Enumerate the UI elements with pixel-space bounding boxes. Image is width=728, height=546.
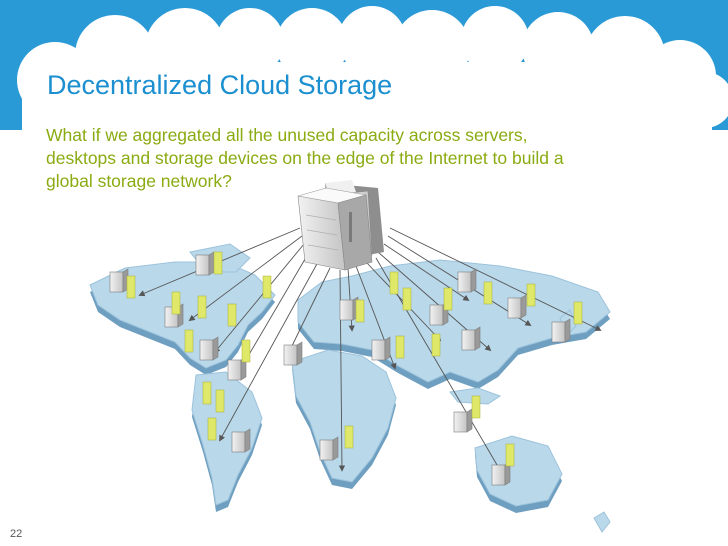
server-tower-icon: [231, 428, 251, 453]
server-tower-icon: [109, 268, 129, 293]
slide-title: Decentralized Cloud Storage: [47, 70, 393, 100]
south-america: [191, 371, 263, 506]
storage-tag-icon: [344, 425, 354, 449]
storage-tag-icon: [443, 287, 453, 311]
storage-tag-icon: [227, 303, 237, 327]
server-tower-icon: [319, 436, 339, 461]
storage-tag-icon: [573, 301, 583, 325]
storage-tag-icon: [213, 251, 223, 275]
body-line-3: global storage network?: [46, 171, 232, 191]
server-tower-icon: [453, 408, 473, 433]
server-tower-icon: [491, 461, 511, 486]
storage-tag-icon: [505, 443, 515, 467]
cloud-header: [0, 0, 728, 130]
storage-tag-icon: [202, 381, 212, 405]
server-tower-icon: [339, 296, 359, 321]
storage-tag-icon: [215, 389, 225, 413]
storage-tag-icon: [389, 271, 399, 295]
storage-tag-icon: [184, 329, 194, 353]
server-tower-icon: [457, 268, 477, 293]
storage-tag-icon: [197, 295, 207, 319]
server-tower-icon: [283, 341, 303, 366]
africa: [291, 349, 397, 483]
server-tower-icon: [227, 356, 247, 381]
server-nodes: [109, 251, 571, 486]
cloud-shape: [17, 6, 728, 130]
body-line-2: desktops and storage devices on the edge…: [46, 148, 564, 168]
central-server-cluster-icon: [297, 180, 384, 271]
storage-tag-icon: [471, 395, 481, 419]
slide-body-text: What if we aggregated all the unused cap…: [46, 124, 666, 193]
storage-tag-icon: [431, 333, 441, 357]
storage-tags: [126, 251, 583, 467]
storage-tag-icon: [241, 339, 251, 363]
server-tower-icon: [551, 318, 571, 343]
storage-tag-icon: [262, 275, 272, 299]
server-tower-icon: [461, 326, 481, 351]
server-tower-icon: [199, 336, 219, 361]
world-storage-network-map: [89, 180, 611, 533]
storage-tag-icon: [402, 287, 412, 311]
storage-tag-icon: [207, 417, 217, 441]
storage-tag-icon: [171, 291, 181, 315]
page-number: 22: [10, 528, 23, 540]
new-zealand: [593, 511, 611, 533]
connection-arrows: [138, 227, 602, 472]
australia: [474, 435, 563, 507]
storage-tag-icon: [395, 335, 405, 359]
storage-tag-icon: [126, 275, 136, 299]
storage-tag-icon: [355, 299, 365, 323]
storage-tag-icon: [483, 281, 493, 305]
body-line-1: What if we aggregated all the unused cap…: [46, 125, 528, 145]
server-tower-icon: [507, 294, 527, 319]
storage-tag-icon: [526, 283, 536, 307]
server-tower-icon: [195, 251, 215, 276]
server-tower-icon: [371, 336, 391, 361]
